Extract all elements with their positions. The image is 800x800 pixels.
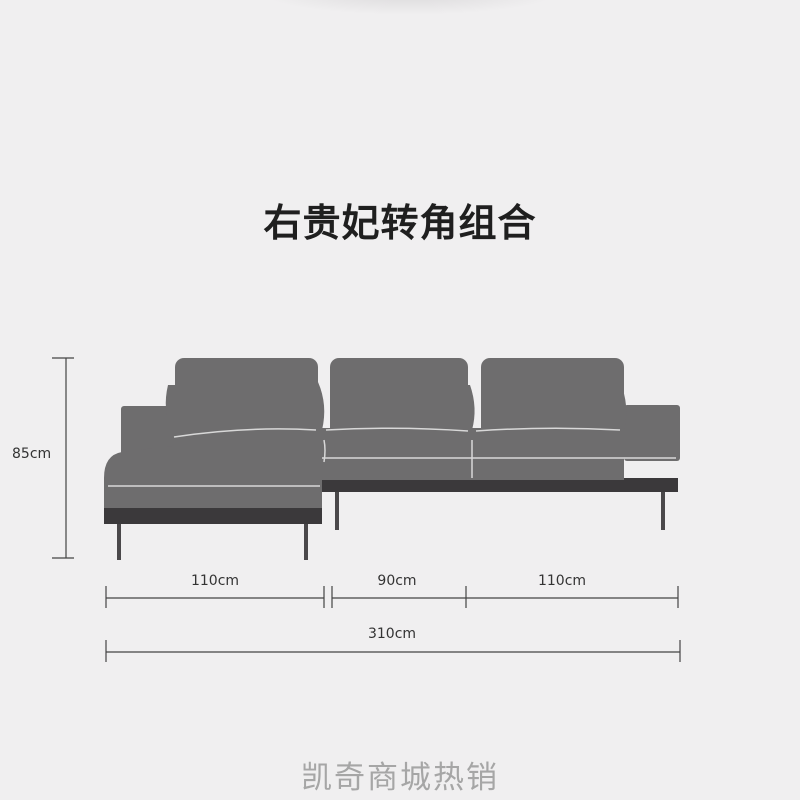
seat-cushion bbox=[472, 428, 624, 480]
seam-line bbox=[325, 427, 469, 432]
watermark-text: 凯奇商城热销 bbox=[301, 760, 499, 796]
sofa-base-chaise bbox=[104, 506, 322, 524]
total-dimension-line bbox=[105, 640, 681, 662]
back-cushion bbox=[481, 358, 624, 438]
sofa-illustration bbox=[104, 358, 680, 560]
cushion-wing bbox=[314, 382, 325, 430]
height-label: 85cm bbox=[12, 446, 51, 462]
sofa-right-arm bbox=[624, 405, 680, 461]
background-shade bbox=[260, 0, 560, 15]
segment-right-label: 110cm bbox=[538, 573, 586, 589]
seat-cushion bbox=[322, 428, 472, 480]
sofa-leg bbox=[335, 490, 339, 530]
back-cushion bbox=[330, 358, 468, 438]
height-dimension bbox=[52, 357, 74, 559]
sofa-leg bbox=[304, 518, 308, 560]
seam-line bbox=[323, 439, 326, 463]
sofa-leg bbox=[661, 490, 665, 530]
chaise-seat bbox=[104, 428, 322, 508]
sofa-base-main bbox=[320, 478, 678, 492]
segment-left-label: 110cm bbox=[191, 573, 239, 589]
total-label: 310cm bbox=[368, 626, 416, 642]
back-cushion bbox=[175, 358, 318, 438]
page-title: 右贵妃转角组合 bbox=[263, 201, 537, 245]
segment-middle-label: 90cm bbox=[377, 573, 416, 589]
sofa-leg bbox=[117, 518, 121, 560]
seam-line bbox=[475, 427, 621, 432]
segment-dimension-lines bbox=[105, 586, 679, 608]
cushion-wing bbox=[165, 385, 180, 430]
cushion-wing bbox=[616, 382, 627, 430]
seam-line bbox=[173, 428, 317, 438]
cushion-wing bbox=[464, 385, 475, 430]
